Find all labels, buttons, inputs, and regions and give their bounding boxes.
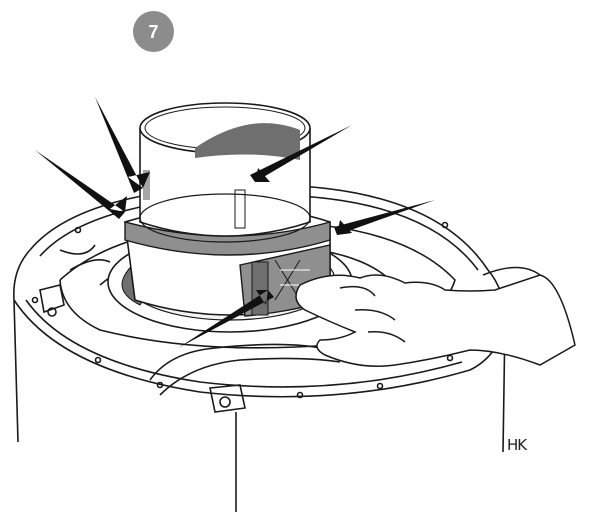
hand-icon	[295, 266, 576, 367]
step-number: 7	[148, 21, 159, 42]
arrow-icon	[334, 200, 435, 235]
arrow-icon	[178, 290, 274, 348]
flue-collar	[124, 205, 331, 317]
arrow-icon	[250, 125, 352, 182]
direction-arrows	[35, 97, 435, 348]
flue-pipe	[139, 102, 311, 243]
illustrator-signature: HK	[507, 436, 527, 454]
arrow-icon	[95, 97, 150, 193]
step-number-badge: 7	[133, 11, 174, 52]
arrow-icon	[35, 150, 127, 219]
